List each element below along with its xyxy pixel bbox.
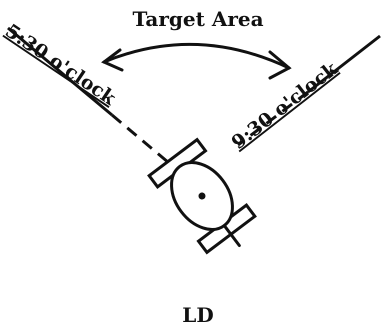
left-sight-line: [7, 26, 176, 170]
diagram-caption: LD: [182, 303, 213, 327]
vehicle-symbol: [147, 137, 257, 255]
right-direction-label: 9:30 o'clock: [228, 57, 343, 154]
target-range-arrow: [101, 42, 292, 80]
vehicle-barrel: [222, 224, 241, 248]
right-sight-line: [237, 34, 381, 147]
left-direction-label: 5:30 o'clock: [1, 20, 120, 110]
vehicle-center-dot: [198, 192, 206, 200]
target-area-label: Target Area: [132, 7, 263, 31]
